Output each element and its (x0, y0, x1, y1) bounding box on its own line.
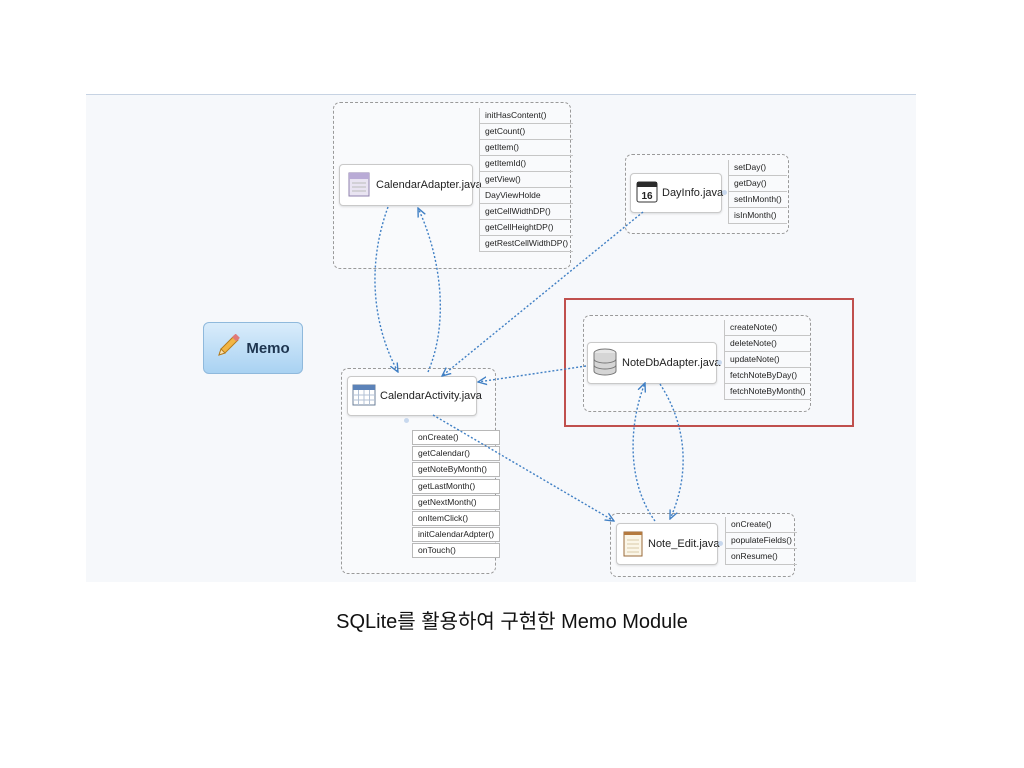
method-item[interactable]: getCalendar() (412, 446, 501, 462)
calendar-page-icon (348, 171, 370, 200)
calendar-grid-icon (352, 383, 376, 410)
method-item[interactable]: onItemClick() (412, 510, 501, 526)
method-item[interactable]: DayViewHolde (479, 188, 574, 204)
day-info-methods: setDay()getDay()setInMonth()isInMonth() (728, 160, 787, 224)
method-item[interactable]: getItem() (479, 140, 574, 156)
method-item[interactable]: fetchNoteByMonth() (724, 384, 811, 400)
method-item[interactable]: onCreate() (725, 517, 797, 533)
method-item[interactable]: getCellWidthDP() (479, 204, 574, 220)
svg-text:16: 16 (641, 191, 653, 202)
calendar-adapter-label: CalendarAdapter.java (376, 179, 482, 191)
method-item[interactable]: getItemId() (479, 156, 574, 172)
note-db-adapter-label: NoteDbAdapter.java (622, 357, 721, 369)
method-item[interactable]: fetchNoteByDay() (724, 368, 811, 384)
method-item[interactable]: onResume() (725, 549, 797, 565)
method-item[interactable]: initCalendarAdpter() (412, 527, 501, 543)
method-item[interactable]: deleteNote() (724, 336, 811, 352)
method-item[interactable]: isInMonth() (728, 208, 787, 224)
note-edit-label: Note_Edit.java (648, 538, 720, 550)
method-item[interactable]: getNoteByMonth() (412, 462, 501, 478)
method-item[interactable]: getNextMonth() (412, 494, 501, 510)
day-info-label: DayInfo.java (662, 187, 724, 199)
calendar-activity-label: CalendarActivity.java (380, 390, 482, 402)
highlight-box (564, 298, 854, 427)
method-item[interactable]: setInMonth() (728, 192, 787, 208)
method-item[interactable]: getCellHeightDP() (479, 220, 574, 236)
day-info-node[interactable]: 16 DayInfo.java (630, 173, 724, 213)
note-db-adapter-methods: createNote()deleteNote()updateNote()fetc… (724, 320, 811, 400)
calendar-adapter-node[interactable]: CalendarAdapter.java (339, 164, 482, 206)
method-item[interactable]: getDay() (728, 176, 787, 192)
pencil-icon (216, 333, 241, 362)
memo-root-label: Memo (246, 339, 290, 357)
note-edit-methods: onCreate()populateFields()onResume() (725, 517, 797, 565)
method-item[interactable]: onTouch() (412, 543, 501, 559)
slide-caption: SQLite를 활용하여 구현한 Memo Module (336, 611, 688, 633)
method-item[interactable]: updateNote() (724, 352, 811, 368)
calendar-adapter-methods: initHasContent()getCount()getItem()getIt… (479, 108, 574, 252)
memo-root-node[interactable]: Memo (203, 322, 303, 374)
method-item[interactable]: getView() (479, 172, 574, 188)
calendar-activity-methods: onCreate()getCalendar()getNoteByMonth()g… (412, 430, 501, 560)
method-item[interactable]: populateFields() (725, 533, 797, 549)
method-item[interactable]: getRestCellWidthDP() (479, 236, 574, 252)
method-item[interactable]: getCount() (479, 124, 574, 140)
method-item[interactable]: getLastMonth() (412, 478, 501, 494)
method-item[interactable]: onCreate() (412, 430, 501, 445)
calendar-16-icon: 16 (636, 181, 658, 206)
calendar-activity-node[interactable]: CalendarActivity.java (347, 376, 482, 416)
method-item[interactable]: initHasContent() (479, 108, 574, 124)
notepad-icon (623, 529, 643, 560)
method-item[interactable]: createNote() (724, 320, 811, 336)
method-item[interactable]: setDay() (728, 160, 787, 176)
note-edit-node[interactable]: Note_Edit.java (616, 523, 720, 565)
